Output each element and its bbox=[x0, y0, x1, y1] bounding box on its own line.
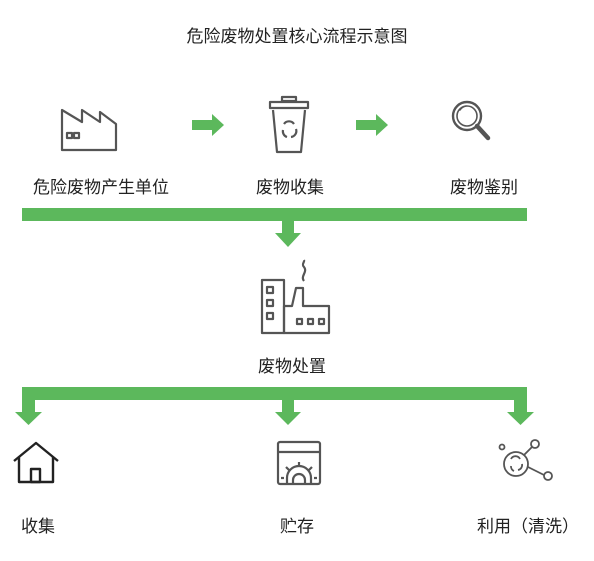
storage-gear-icon bbox=[276, 440, 322, 486]
arrow-producer-to-collection bbox=[192, 114, 224, 136]
molecule-recycle-icon bbox=[498, 439, 553, 481]
branch-connector bbox=[15, 387, 534, 425]
node-disposal-label: 废物处置 bbox=[258, 357, 326, 377]
node-identification-label: 废物鉴别 bbox=[450, 178, 518, 198]
arrow-collection-to-identification bbox=[356, 114, 388, 136]
outcome-store-label: 贮存 bbox=[280, 517, 314, 537]
outcome-utilize-label: 利用（清洗） bbox=[477, 517, 579, 537]
diagram-title: 危险废物处置核心流程示意图 bbox=[186, 27, 408, 47]
house-icon bbox=[13, 441, 59, 484]
merge-connector bbox=[22, 208, 527, 247]
recycle-bin-icon bbox=[268, 95, 310, 154]
factory-building-icon bbox=[60, 108, 118, 152]
node-collection-label: 废物收集 bbox=[256, 178, 324, 198]
node-producer-label: 危险废物产生单位 bbox=[33, 178, 169, 198]
industrial-plant-icon bbox=[260, 259, 331, 335]
outcome-collect-label: 收集 bbox=[21, 517, 55, 537]
magnifier-icon bbox=[451, 100, 491, 141]
